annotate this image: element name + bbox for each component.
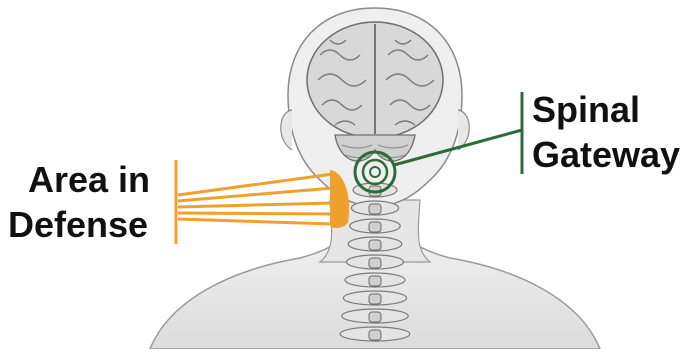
spinal-gateway-label-line2: Gateway — [532, 135, 680, 175]
area-in-defense-label-line2: Defense — [8, 205, 148, 245]
spinous-process — [369, 276, 381, 286]
spinous-process — [369, 312, 381, 322]
area-in-defense-label-line1: Area in — [28, 160, 150, 200]
spinous-process — [369, 330, 381, 340]
defense-fan-lines — [178, 174, 333, 224]
spinal-gateway-label-line1: Spinal — [532, 90, 640, 130]
spinous-process — [369, 258, 381, 268]
spinous-process — [369, 204, 381, 214]
spinous-process — [369, 294, 381, 304]
spinous-process — [369, 222, 381, 232]
spinous-process — [369, 240, 381, 250]
left-ear — [281, 110, 292, 150]
